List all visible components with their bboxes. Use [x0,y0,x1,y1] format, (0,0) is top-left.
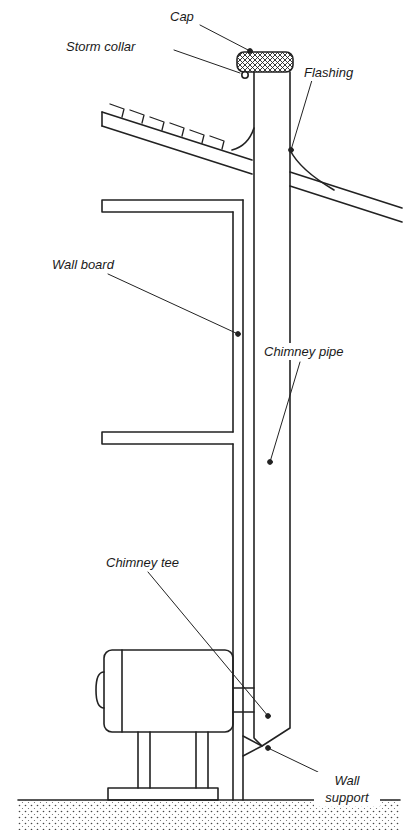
chimney-pipe [254,72,290,746]
flashing [232,128,254,150]
floor-joist [102,432,233,444]
chimney-tee-label: Chimney tee [104,554,181,571]
stove [104,650,233,732]
wall-support-label: Wall support [314,772,380,806]
cap-label: Cap [168,8,196,25]
ceiling-joist [102,200,243,212]
storm-collar-label: Storm collar [64,38,137,55]
wall-board [233,200,243,800]
chimney-pipe-label: Chimney pipe [262,343,346,360]
wall-board-label: Wall board [50,256,116,273]
flashing-label: Flashing [302,64,355,81]
leader-lines [108,25,318,772]
roof [102,112,402,208]
cap [237,52,293,72]
wall-support [243,736,262,756]
storm-collar [242,72,248,78]
